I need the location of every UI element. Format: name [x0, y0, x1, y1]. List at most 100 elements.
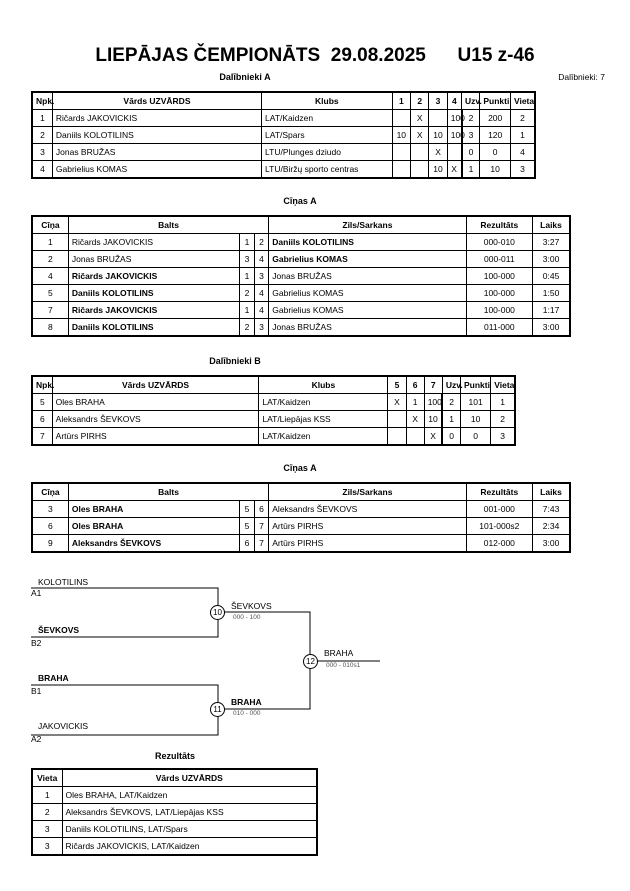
col-white: Balts: [67, 482, 270, 501]
bouts-b-table: Cīņa Balts Zils/Sarkans Rezultāts Laiks …: [31, 482, 571, 553]
pool-a-cell-r3: 10: [428, 160, 448, 179]
bracket-s2-top-name: BRAHA: [38, 673, 69, 683]
bout-white-name: Jonas BRUŽAS: [67, 250, 241, 268]
bout-blue-name: Daniils KOLOTILINS: [268, 233, 467, 251]
bracket-s1-top-name: KOLOTILINS: [38, 577, 89, 587]
results-place: 2: [31, 803, 63, 821]
bout-number: 1: [31, 233, 69, 251]
results-header-row: Vieta Vārds UZVĀRDS: [31, 768, 318, 787]
bracket-s2-top-seed: B1: [31, 686, 42, 696]
bout-score: 011-000: [465, 318, 534, 337]
pool-a-cell-club: LTU/Biržų sporto centras: [261, 160, 393, 179]
bracket-s2-bot-seed: A2: [31, 734, 42, 744]
match-12-winner: BRAHA: [324, 648, 354, 658]
bracket-s1-bot-seed: B2: [31, 638, 42, 648]
pool-a-table: Npk. Vārds UZVĀRDS Klubs 1 2 3 4 Uzv. Pu…: [31, 91, 536, 179]
pool-a-cell-club: LAT/Kaidzen: [261, 109, 393, 127]
match-10-winner: ŠEVKOVS: [231, 601, 272, 611]
pool-a-cell-club: LAT/Spars: [261, 126, 393, 144]
pool-b-cell-name: Aleksandrs ŠEVKOVS: [51, 410, 260, 428]
pool-a-cell-npk: 1: [31, 109, 53, 127]
pool-a-cell-points: 0: [479, 143, 511, 161]
pool-b-cell-r6: [405, 427, 425, 446]
bout-blue-seed: 7: [253, 534, 270, 553]
bout-white-seed: 1: [239, 267, 255, 285]
match-10-marker: 10: [210, 605, 225, 620]
bout-white-seed: 2: [239, 284, 255, 302]
pool-a-cell-points: 200: [479, 109, 511, 127]
bout-white-name: Daniils KOLOTILINS: [67, 284, 241, 302]
col-points: Punkti: [459, 375, 492, 394]
bout-blue-name: Gabrielius KOMAS: [268, 250, 467, 268]
pool-b-cell-r7: X: [423, 427, 444, 446]
bracket-s1-top-seed: A1: [31, 588, 42, 598]
pool-a-cell-place: 4: [509, 143, 536, 161]
results-name: Aleksandrs ŠEVKOVS, LAT/Liepājas KSS: [61, 803, 318, 821]
bout-blue-seed: 2: [253, 233, 270, 251]
pool-a-cell-club: LTU/Plunges dziudo: [261, 143, 393, 161]
bout-number: 6: [31, 517, 69, 535]
bout-white-name: Ričards JAKOVICKIS: [67, 267, 241, 285]
bout-white-seed: 6: [239, 534, 255, 553]
col-place: Vieta: [490, 375, 516, 394]
bout-time: 0:45: [532, 267, 571, 285]
col-bout: Cīņa: [31, 215, 69, 234]
col-5: 5: [387, 375, 407, 394]
bout-white-seed: 2: [239, 318, 255, 337]
col-name: Vārds UZVĀRDS: [61, 768, 318, 787]
bout-score: 012-000: [465, 534, 534, 553]
pool-b-cell-club: LAT/Kaidzen: [258, 427, 389, 446]
bouts-b-header-row: Cīņa Balts Zils/Sarkans Rezultāts Laiks: [31, 482, 571, 501]
col-npk: Npk.: [31, 91, 54, 110]
bout-blue-name: Jonas BRUŽAS: [268, 318, 467, 337]
col-7: 7: [423, 375, 443, 394]
bracket-lines: [31, 587, 380, 736]
col-name: Vārds UZVĀRDS: [51, 375, 260, 394]
col-bout: Cīņa: [31, 482, 69, 501]
pool-a-cell-r2: X: [409, 126, 430, 144]
bout-score: 000-010: [465, 233, 534, 251]
bout-white-seed: 3: [239, 250, 255, 268]
bout-time: 7:43: [532, 500, 571, 518]
pool-a-cell-r4: X: [446, 160, 463, 179]
bout-blue-name: Artūrs PIRHS: [268, 534, 467, 553]
bout-score: 100-000: [465, 267, 534, 285]
bouts-b-title: Cīņas A: [283, 463, 317, 473]
col-white: Balts: [67, 215, 270, 234]
match-11-score: 010 - 000: [233, 710, 261, 717]
pool-a-cell-r3: [428, 109, 448, 127]
pool-b-title: Dalībnieki B: [209, 356, 261, 366]
bout-blue-seed: 7: [253, 517, 270, 535]
pool-b-cell-points: 10: [459, 410, 492, 428]
col-1: 1: [391, 91, 412, 110]
pool-a-cell-r3: X: [428, 143, 448, 161]
col-result: Rezultāts: [465, 482, 534, 501]
pool-b-cell-r5: [387, 427, 407, 446]
pool-b-header-row: Npk. Vārds UZVĀRDS Klubs 5 6 7 Uzv. Punk…: [31, 375, 516, 394]
pool-a-cell-r3: 10: [428, 126, 448, 144]
col-club: Klubs: [258, 375, 389, 394]
pool-a-cell-r2: [409, 160, 430, 179]
results-name: Ričards JAKOVICKIS, LAT/Kaidzen: [61, 837, 318, 856]
col-result: Rezultāts: [465, 215, 534, 234]
bout-time: 3:27: [532, 233, 571, 251]
pool-b-cell-points: 0: [459, 427, 492, 446]
bout-score: 100-000: [465, 284, 534, 302]
bracket-s2-bot-name: JAKOVICKIS: [38, 721, 89, 731]
bout-white-name: Ričards JAKOVICKIS: [67, 301, 241, 319]
bout-number: 3: [31, 500, 69, 518]
pool-b-cell-r7: 100: [423, 393, 444, 411]
pool-b-cell-points: 101: [459, 393, 492, 411]
col-4: 4: [446, 91, 463, 110]
bouts-a-title: Cīņas A: [283, 196, 317, 206]
